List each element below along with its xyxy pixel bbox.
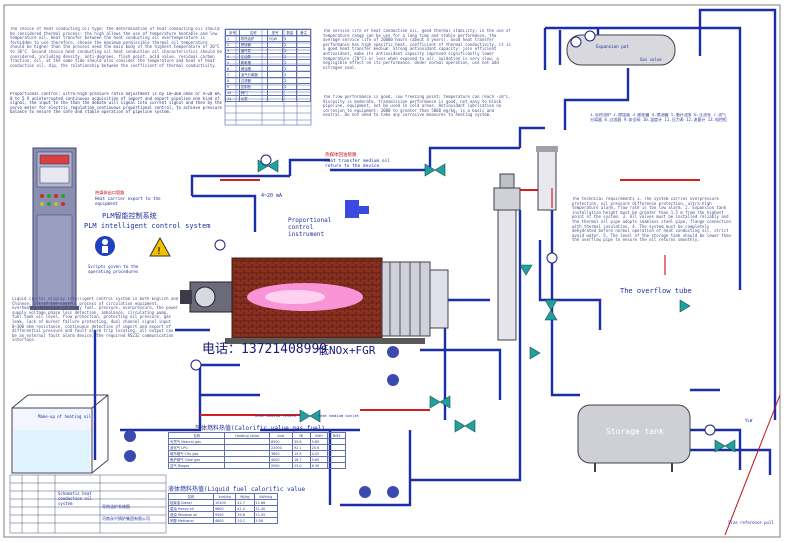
plc-cn-label: PLM智能控制系统 [102, 212, 157, 220]
table-cell: 11 [225, 95, 240, 102]
table-cell [266, 95, 284, 102]
control-system-description: Liquid crystal display intelligent contr… [12, 297, 179, 343]
table-row: 甲醇 Methanol 4800 20.1 5.58 [168, 517, 279, 524]
expansion-tank-label: Expansion pot [596, 44, 629, 49]
plc-en-label: PLM intelligent control system [84, 222, 211, 230]
gas-table-header: 名称 Heating value kcal MJ kWh NM3 [167, 432, 346, 439]
current-signal-label: 4~20 mA [261, 193, 283, 199]
heat-carrier-export-label: Heat carrier export to the equipment [95, 196, 161, 206]
table-cell: 4800 [212, 517, 237, 524]
heat-medium-outlet-label: Heat medium outlet [318, 413, 360, 418]
liquid-fuel-title: 液体燃料热值(Liquid fuel calorific value [168, 486, 306, 493]
heat-oil-choice-text: The choice of heat conducting oil type: … [10, 27, 222, 68]
storage-tank-label: Storage tank [606, 427, 664, 436]
make-up-tank [11, 394, 109, 474]
proportional-actuator [345, 200, 369, 218]
title-block-grid [9, 474, 167, 534]
oil-gas-separator [536, 146, 558, 211]
gauges [190, 30, 716, 436]
table-cell: 沼气 Biogas [167, 462, 226, 469]
phone-number: 电话：13721408999 [202, 342, 328, 357]
valves [257, 159, 736, 453]
control-cabinet [30, 147, 79, 310]
table-cell: 23.0 [291, 462, 311, 469]
manual-icon [95, 236, 115, 256]
table-row: 沼气 Biogas 5500 23.0 6.39 1 [167, 462, 346, 469]
equipment-notes: 1.导热油炉 2.燃烧器 3.膨胀罐 4.储油罐 5.循环油泵 6.注油泵 7.… [590, 113, 727, 122]
svg-text:!: ! [157, 246, 161, 257]
low-nox-label: 低NOx+FGR [318, 344, 376, 357]
return-pipe-cn-label: 热媒体回油管路 [325, 153, 357, 158]
expansion-tank [566, 34, 676, 66]
chimney [493, 173, 521, 341]
title-block-name: Schematic heat conduction oil system [58, 491, 92, 506]
overflow-tube-label: The overflow tube [620, 287, 692, 295]
proportional-instrument-label: Proportional control instrument [288, 217, 332, 238]
size-reference-label: Size reference pull [728, 520, 774, 525]
drawing-frame [3, 4, 781, 538]
liquid-fuel-table: 名称 kcal/kg MJ/kg kWh/kg 轻柴油 Diesel 10200… [168, 493, 279, 524]
table-cell: 甲醇 Methanol [168, 517, 214, 524]
flow-arrows [551, 188, 666, 275]
title-block-company: 河南永兴锅炉集团有限公司 [102, 516, 150, 521]
burner [180, 281, 233, 313]
heat-return-label: Heat transfer medium oil return to the d… [325, 159, 391, 169]
table-cell [296, 95, 311, 102]
service-life-text: The service life of heat conduction oil,… [323, 29, 511, 70]
heat-medium-return-label: Heat medium return [255, 413, 297, 418]
outlet-pipe-cn-label: 热媒体出口管路 [95, 190, 125, 195]
table-cell: 20.1 [235, 517, 255, 524]
table-cell: 5.58 [253, 517, 279, 524]
gas-valve-label: Gas valve [640, 57, 662, 62]
make-up-oil-label: Make-up of heating oil [38, 414, 91, 419]
warning-icon: ! [149, 236, 171, 257]
table-cell: 1 [327, 462, 346, 469]
title-block-drawing: 导热油炉系统图 [102, 504, 130, 509]
proportional-control-text: Proportional control: ultra-high pressur… [10, 92, 222, 115]
storage-tank-vessel [577, 404, 691, 472]
frame-tag: YLW [745, 418, 753, 423]
thermal-oil-boiler [225, 257, 449, 344]
corner-diagonal [724, 394, 781, 536]
scripts-label: Scripts given to the operating procedure… [88, 264, 139, 274]
table-cell: 6.39 [309, 462, 329, 469]
table-row: 天然气 Natural gas 8500 35.6 9.89 1 [167, 438, 346, 445]
table-cell: 5500 [268, 462, 293, 469]
table-cell: 仪表 [238, 95, 268, 102]
flow-performance-text: The flow performance is good, low freezi… [323, 95, 511, 118]
gas-fuel-table: 名称 Heating value kcal MJ kWh NM3 天然气 Nat… [167, 432, 346, 469]
circulation-pumps [124, 346, 399, 498]
table-cell [282, 95, 298, 102]
technical-requirements: The technical requirements 1. The system… [572, 197, 731, 243]
gas-fuel-title: 气体燃料热值(Calorific value gas fuel) [195, 425, 325, 432]
